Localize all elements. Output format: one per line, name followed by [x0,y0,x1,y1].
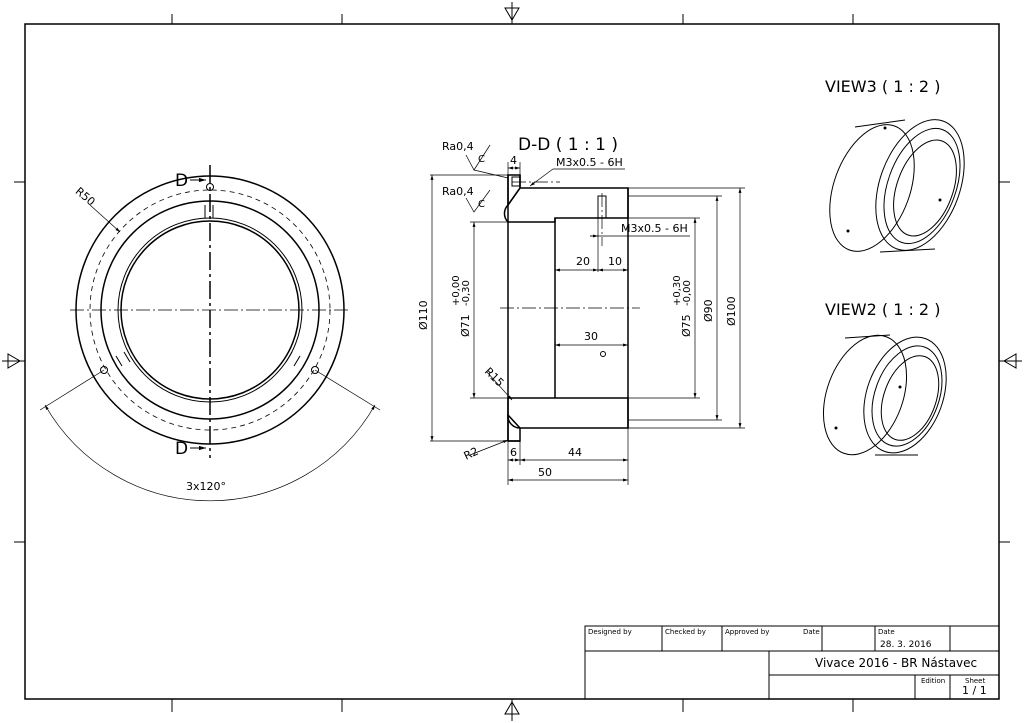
approved-date-label: Date [803,628,820,636]
checked-by-label: Checked by [665,628,706,636]
cut-label-bottom: D [175,439,188,459]
dim-6: 6 [510,446,517,459]
hole-right [311,366,319,374]
view3-title: VIEW3 ( 1 : 2 ) [825,77,940,96]
edition-label: Edition [921,677,945,685]
roughness-mid-c: C [478,199,485,210]
drawing-title: Vivace 2016 - BR Nástavec [815,656,977,670]
title-block: Designed by Checked by Approved by Date … [584,625,1000,700]
date-label: Date [878,628,895,636]
section-view: D-D ( 1 : 1 ) 4 M3x0.5 - 6H Ra0 [417,135,745,485]
dim-10: 10 [608,255,622,268]
thread-top: M3x0.5 - 6H [556,156,623,169]
designed-by-label: Designed by [588,628,632,636]
hole-left [100,366,108,374]
centering-mark-bottom [504,699,520,721]
dim-20: 20 [576,255,590,268]
tol-75-upper: +0,30 [672,275,683,306]
sheet-label: Sheet [965,677,985,685]
roughness-top-c: C [478,154,485,165]
dia-75: Ø75 [680,314,693,337]
r2: R2 [462,445,481,463]
dia-110: Ø110 [417,300,430,330]
hole-top [206,183,214,191]
centering-mark-right [999,353,1022,369]
isometric-view-2: VIEW2 ( 1 : 2 ) [822,300,947,456]
tol-71-upper: +0,00 [451,275,462,306]
thread-mid: M3x0.5 - 6H [621,222,688,235]
centering-mark-top [504,2,520,24]
dia-71: Ø71 [459,314,472,337]
centering-mark-left [2,353,25,369]
dim-50: 50 [538,466,552,479]
dim-30: 30 [584,330,598,343]
section-title: D-D ( 1 : 1 ) [518,135,618,155]
sheet-value: 1 / 1 [962,684,987,697]
roughness-top: Ra0,4 [442,140,474,153]
dia-90: Ø90 [702,299,715,322]
approved-by-label: Approved by [725,628,769,636]
roughness-mid: Ra0,4 [442,185,474,198]
dia-100: Ø100 [725,296,738,326]
radius-label: R50 [73,185,98,209]
dim-4: 4 [510,154,517,167]
front-view: D D R50 3x120° [39,165,381,502]
dim-44: 44 [568,446,582,459]
isometric-view-3: VIEW3 ( 1 : 2 ) [825,77,965,253]
r15: R15 [482,365,506,389]
date-value: 28. 3. 2016 [880,640,932,650]
tol-75-lower: -0,00 [682,280,693,306]
tol-71-lower: -0,30 [461,280,472,306]
cut-label-top: D [175,171,188,191]
view2-title: VIEW2 ( 1 : 2 ) [825,300,940,319]
pattern-label: 3x120° [186,480,226,493]
